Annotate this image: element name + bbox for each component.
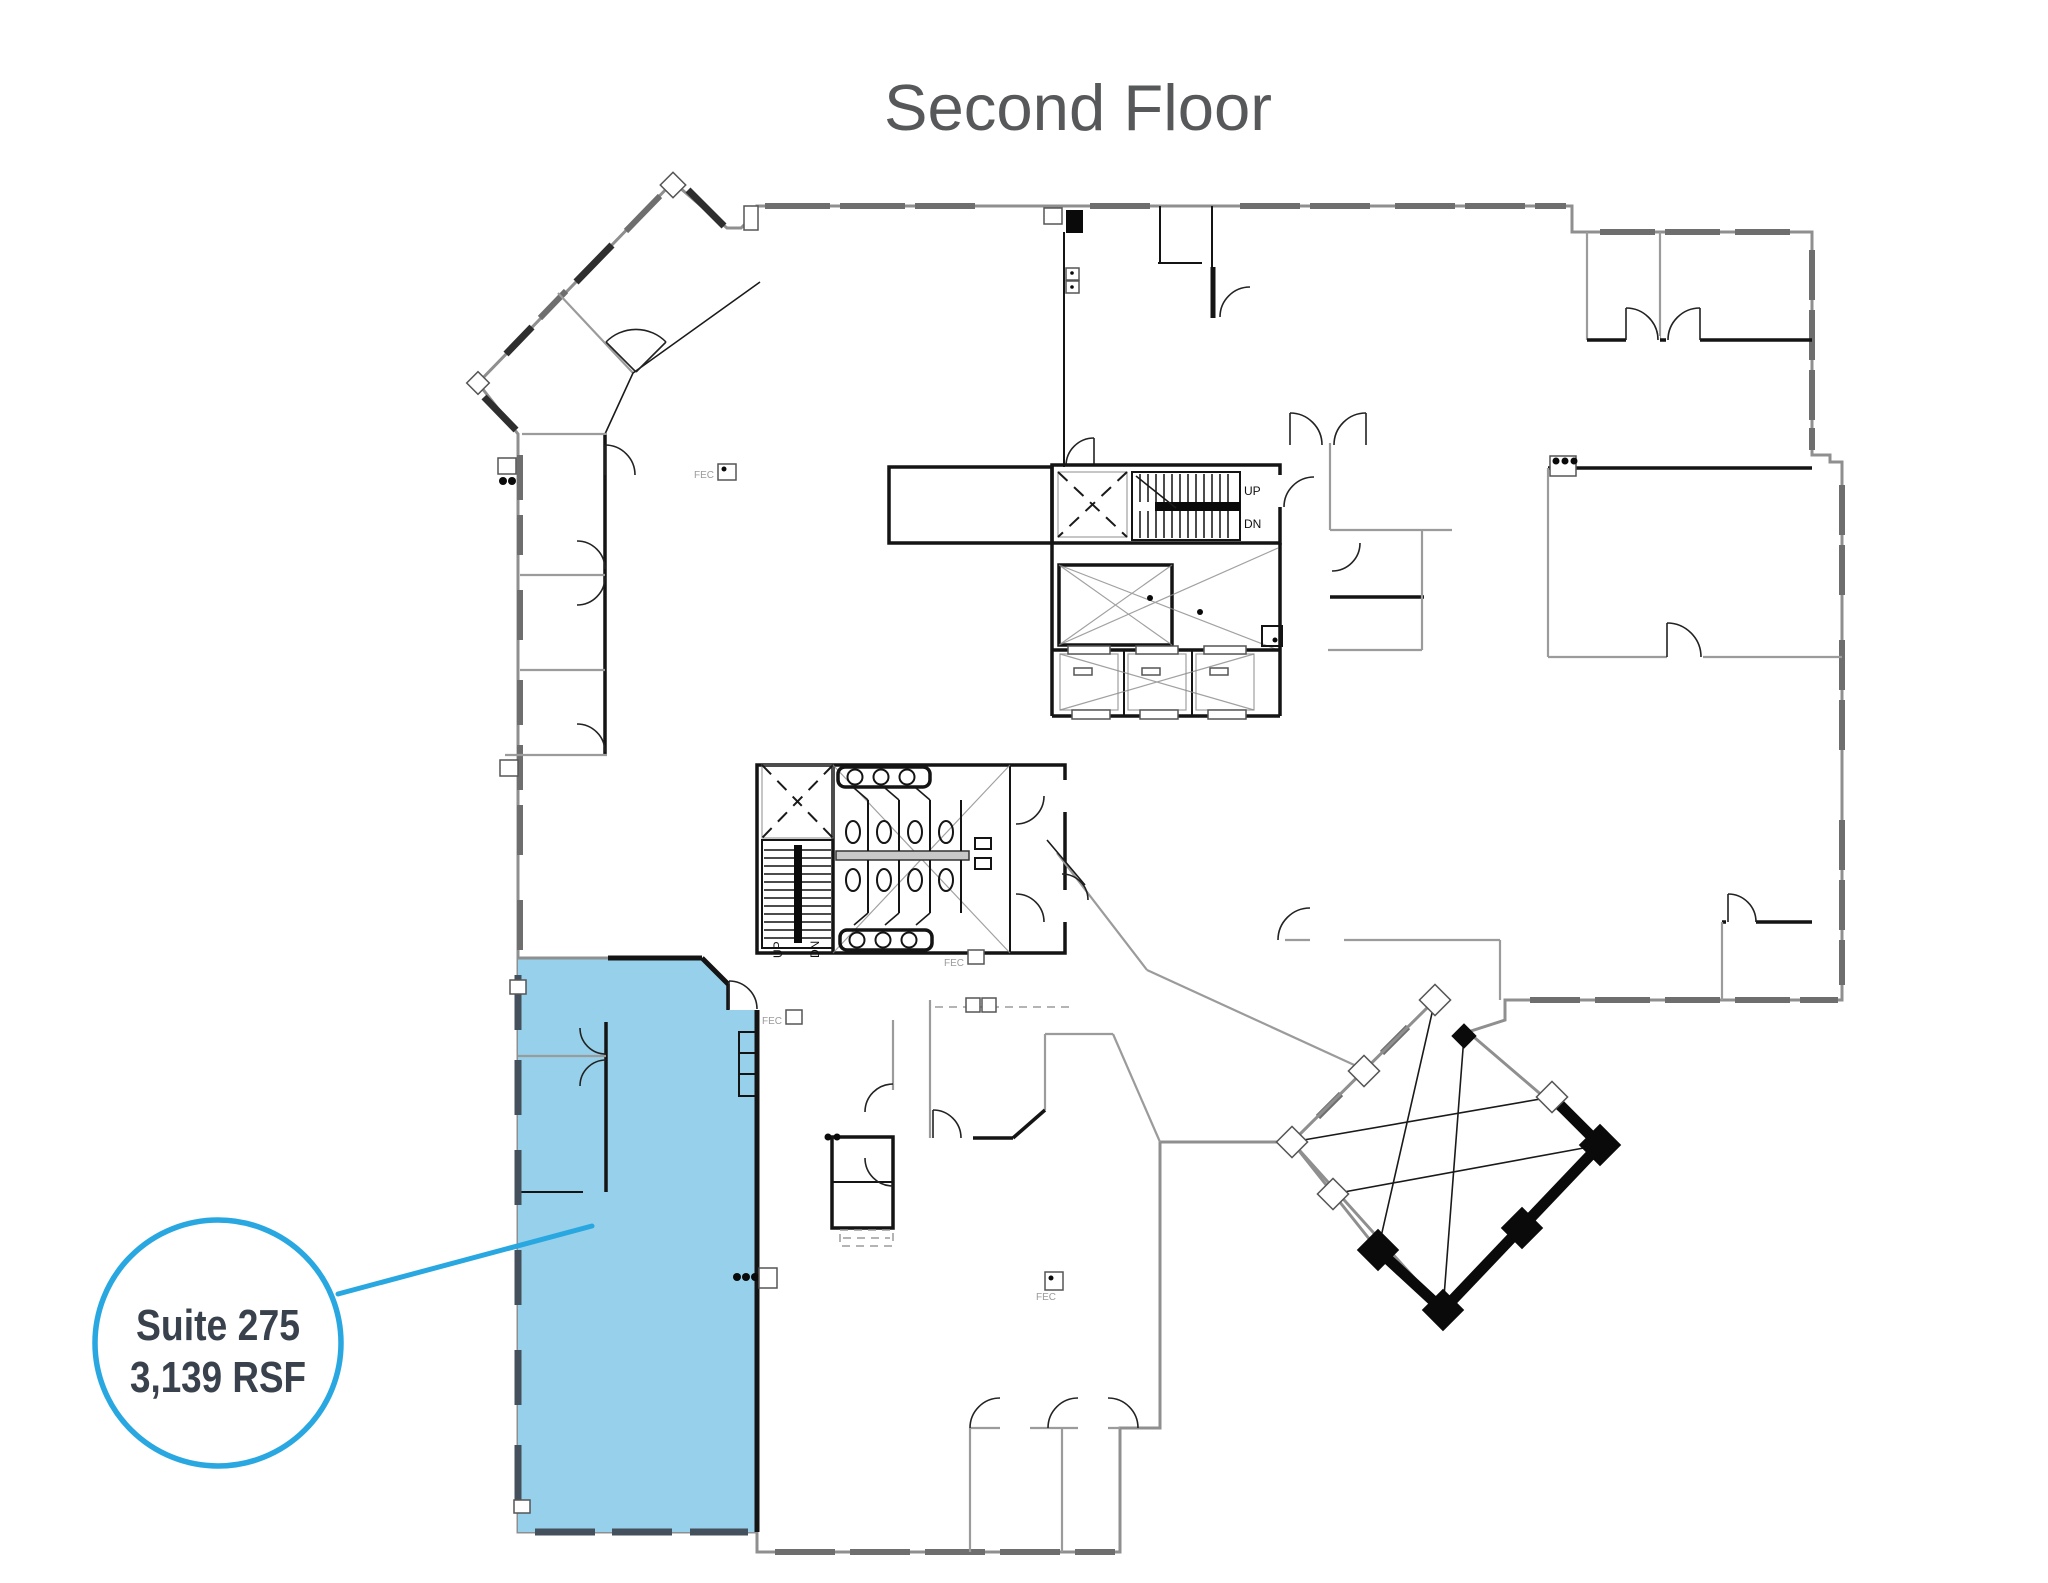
fec-label: FEC bbox=[694, 470, 714, 481]
fec-label: FEC bbox=[762, 1016, 782, 1027]
middle-right-rooms bbox=[1277, 443, 1812, 1000]
fec-labels: FEC FEC FEC FEC bbox=[694, 463, 1064, 1303]
fec-label: FEC bbox=[1036, 1292, 1056, 1303]
callout-circle[interactable] bbox=[92, 1217, 344, 1469]
bottom-center-rooms bbox=[824, 1020, 1139, 1552]
corridor-dashed-lines bbox=[935, 997, 1075, 1013]
north-stair-treads bbox=[1139, 474, 1229, 538]
suite-275-area[interactable] bbox=[518, 958, 757, 1532]
terrace-deck bbox=[1275, 983, 1622, 1332]
left-office-rooms bbox=[497, 435, 636, 777]
callout-suite-name: Suite 275 bbox=[136, 1301, 300, 1350]
suite-callout[interactable]: Suite 275 3,139 RSF bbox=[92, 1217, 595, 1469]
stairs-dn-label-south: DN bbox=[808, 941, 822, 958]
south-stair-treads bbox=[764, 849, 831, 939]
restroom-fixtures bbox=[835, 765, 992, 952]
north-core: UP DN bbox=[887, 412, 1367, 720]
elevator-cars bbox=[1059, 645, 1255, 720]
window-hatches bbox=[481, 187, 1845, 1555]
diagonal-connector bbox=[928, 839, 1364, 1143]
top-center-rooms bbox=[1043, 206, 1251, 467]
stairs-up-label: UP bbox=[1244, 484, 1261, 498]
stairs-dn-label: DN bbox=[1244, 517, 1261, 531]
callout-suite-area: 3,139 RSF bbox=[130, 1353, 306, 1402]
stairs-up-label-south: UP bbox=[771, 941, 785, 958]
fec-label: FEC bbox=[944, 958, 964, 969]
wing-rooms bbox=[465, 171, 761, 436]
south-core: UP DN bbox=[755, 763, 1069, 958]
building-outline bbox=[476, 179, 1844, 1554]
top-right-rooms bbox=[1546, 232, 1842, 661]
callout-leader-line bbox=[335, 1223, 595, 1297]
page-title: Second Floor bbox=[884, 71, 1272, 144]
suite-275-highlight[interactable] bbox=[509, 955, 778, 1536]
